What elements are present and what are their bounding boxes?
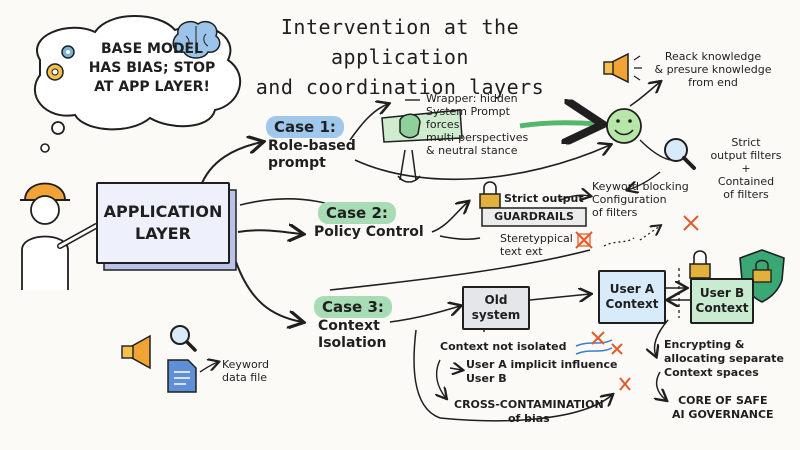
case1-wrapper-text: Wrapper: hidden System Prompt forces mul… <box>426 92 576 157</box>
user-b-context-box: User B Context <box>690 278 754 324</box>
user-b-line-2: Context <box>695 301 749 315</box>
magnifier-icon <box>664 138 696 170</box>
wrapper-line-3: forces <box>426 118 460 131</box>
keyword-line-2: Configuration <box>592 193 667 206</box>
guardrail-stripes <box>481 207 587 227</box>
core-line-1: CORE OF SAFE <box>678 394 768 407</box>
worker-icon <box>20 182 99 290</box>
application-layer-box: APPLICATION LAYER <box>96 182 230 264</box>
app-layer-line-2: LAYER <box>135 224 191 243</box>
implicit-influence-text: User A implicit influence User B <box>466 358 617 386</box>
cloud-line-2: HAS BIAS; STOP <box>88 60 216 76</box>
wrapper-line-1: Wrapper: hidden <box>426 92 518 105</box>
case1-label: Role-based prompt <box>268 138 356 172</box>
cloud-line-1: BASE MODEL <box>101 41 203 57</box>
cross-line-2: of bias <box>507 412 550 425</box>
filters-line-4: Contained <box>717 175 775 188</box>
top-right-line-1: Reack knowledge <box>664 50 762 63</box>
brain-icon <box>172 20 221 59</box>
case3-pill: Case 3: <box>314 296 392 318</box>
user-a-context-box: User A Context <box>598 270 666 324</box>
megaphone-icon <box>121 334 151 370</box>
cloud-line-3: AT APP LAYER! <box>94 79 210 95</box>
case1-label-line-2: prompt <box>268 155 326 171</box>
cross-icon <box>575 215 699 249</box>
case2-group: Case 2: <box>318 202 396 224</box>
title-line-1: Intervention at the application <box>280 15 520 69</box>
filters-line-1: Strict <box>731 136 761 149</box>
encrypt-line-3: Context spaces <box>664 366 759 379</box>
filters-line-5: of filters <box>723 188 769 201</box>
stereotype-text: Steretyppical text ext <box>500 232 573 258</box>
filters-text: Strict output filters + Contained of fil… <box>700 136 792 201</box>
case3-label-line-1: Context <box>318 318 380 334</box>
filters-line-2: output filters <box>710 149 782 162</box>
keyword-file-line-1: Keyword <box>222 358 269 371</box>
filters-line-3: + <box>741 162 751 175</box>
user-a-line-1: User A <box>609 282 655 296</box>
wrapper-line-5: & neutral stance <box>426 144 518 157</box>
old-system-box: Old system <box>462 286 530 330</box>
core-governance-text: CORE OF SAFE AI GOVERNANCE <box>672 394 774 422</box>
case2-label: Policy Control <box>314 224 424 240</box>
wrapper-line-4: multi-perspectives <box>426 131 529 144</box>
stereo-line-1: Steretyppical <box>500 232 573 245</box>
stereo-line-2: text ext <box>500 245 543 258</box>
document-icon <box>167 359 197 393</box>
case1-label-line-1: Role-based <box>268 138 356 154</box>
guardrails-label: GUARDRAILS <box>494 210 574 223</box>
gear-icon <box>46 45 75 81</box>
keyword-line-3: of filters <box>592 206 638 219</box>
cross-line-1: CROSS-CONTAMINATION <box>454 398 604 411</box>
user-b-line-1: User B <box>699 286 745 300</box>
megaphone-icon <box>603 52 642 84</box>
title-line-2: and coordination layers <box>255 75 545 99</box>
case2-pill: Case 2: <box>318 202 396 224</box>
app-layer-line-1: APPLICATION <box>103 202 223 221</box>
strict-output-label: Strict output <box>504 192 584 205</box>
keyword-file-line-2: data file <box>222 371 268 384</box>
case3-group: Case 3: <box>314 296 392 318</box>
top-right-text: Reack knowledge & presure knowledge from… <box>648 50 778 89</box>
case3-label-line-2: Isolation <box>318 335 387 351</box>
implicit-line-1: User A implicit influence <box>466 358 618 371</box>
lock-icon <box>479 181 501 209</box>
old-system-line-2: system <box>471 308 521 322</box>
keyword-blocking-text: Keyword blocking Configuration of filter… <box>592 180 702 219</box>
smiley-icon <box>606 108 642 144</box>
keyword-line-1: Keyword blocking <box>592 180 689 193</box>
cloud-text: BASE MODEL HAS BIAS; STOP AT APP LAYER! <box>82 40 222 97</box>
user-a-line-2: Context <box>605 297 659 311</box>
lock-icon <box>689 250 711 279</box>
implicit-line-2: User B <box>466 372 507 385</box>
mask-icon <box>381 109 463 183</box>
top-right-line-2: & presure knowledge <box>654 63 772 76</box>
wrapper-line-2: System Prompt <box>426 105 510 118</box>
diagram-title: Intervention at the application and coor… <box>230 12 570 102</box>
encrypt-line-1: Encrypting & <box>664 338 745 351</box>
not-isolated-label: Context not isolated <box>440 340 567 353</box>
core-line-2: AI GOVERNANCE <box>672 408 774 421</box>
top-right-line-3: from end <box>688 76 738 89</box>
case3-label: Context Isolation <box>318 318 386 352</box>
encrypting-text: Encrypting & allocating separate Context… <box>664 338 794 380</box>
cross-contamination-text: CROSS-CONTAMINATION of bias <box>454 398 604 426</box>
old-system-line-1: Old <box>484 293 508 307</box>
magnifier-icon <box>170 325 197 352</box>
encrypt-line-2: allocating separate <box>664 352 784 365</box>
keyword-data-file-label: Keyword data file <box>222 358 269 384</box>
case1-pill: Case 1: <box>266 116 344 138</box>
case1-group: Case 1: <box>266 116 344 138</box>
